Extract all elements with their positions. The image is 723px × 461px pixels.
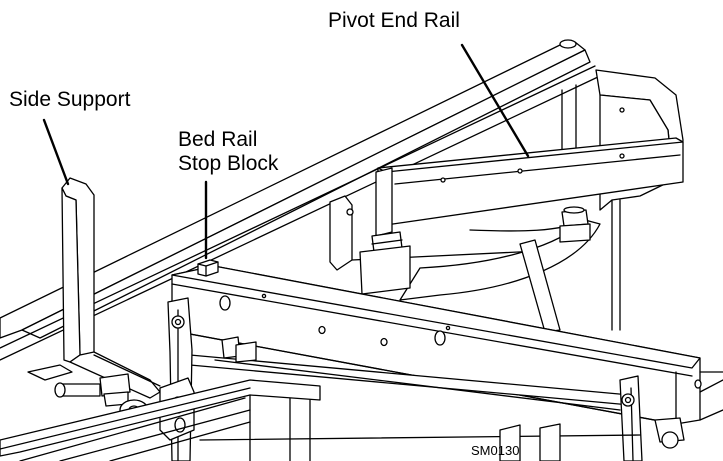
leader-lines xyxy=(42,43,530,260)
leader-side-support xyxy=(42,118,70,186)
drawing-number: SM0130 xyxy=(471,443,520,458)
side-support xyxy=(27,177,161,399)
pivot-post-left xyxy=(359,167,411,295)
label-stop-block-line2: Stop Block xyxy=(178,152,279,176)
diagonal-side-rail xyxy=(0,39,601,361)
pivot-nut-right xyxy=(559,206,591,243)
label-pivot-end-rail: Pivot End Rail xyxy=(328,9,460,32)
label-side-support: Side Support xyxy=(9,88,131,111)
pivot-end-rail xyxy=(377,137,684,226)
rocker-plate xyxy=(399,219,601,333)
label-bed-rail-stop-block: Bed Rail Stop Block xyxy=(178,128,278,176)
right-vertical-plate xyxy=(619,375,685,461)
bottom-frame xyxy=(0,371,723,461)
pivot-end-frame xyxy=(561,69,684,331)
leader-pivot-end-rail xyxy=(460,43,530,158)
stop-block xyxy=(197,259,219,277)
label-bed-rail-line1: Bed Rail xyxy=(178,128,258,151)
